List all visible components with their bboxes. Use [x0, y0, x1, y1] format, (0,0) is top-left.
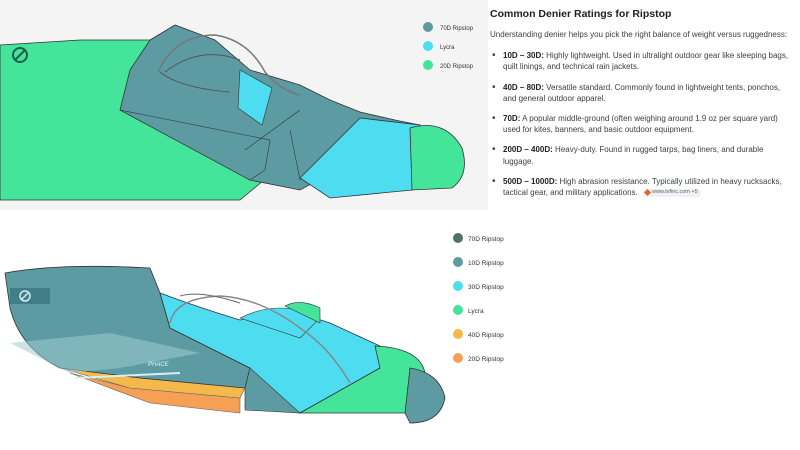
bottom-legend-swatch: [453, 233, 463, 243]
bottom-legend: 70D Ripstop 10D Ripstop 30D Ripstop Lycr…: [453, 233, 504, 363]
top-legend-label: 70D Ripstop: [440, 26, 474, 32]
denier-list-item: 500D – 1000D: High abrasion resistance. …: [492, 175, 795, 198]
denier-list-item: 200D – 400D: Heavy-duty. Found in rugged…: [492, 143, 795, 166]
bottom-cockpit-lycra: [284, 302, 321, 324]
source-chip-label: www.tvfinc.com +5: [651, 188, 698, 195]
denier-term: 200D – 400D:: [503, 145, 553, 155]
denier-list-item: 70D: A popular middle-ground (often weig…: [492, 112, 795, 135]
denier-description: High abrasion resistance. Typically util…: [503, 176, 782, 197]
bottom-cockpit-strap: [179, 293, 241, 304]
bottom-legend-swatch: [453, 281, 463, 291]
denier-term: 40D – 80D:: [503, 82, 544, 92]
top-legend-label: 20D Ripstop: [440, 64, 474, 70]
denier-info-panel: Common Denier Ratings for Ripstop Unders…: [490, 8, 795, 207]
bottom-back-stripe: [10, 333, 200, 373]
denier-description: A popular middle-ground (often weighing …: [503, 113, 778, 135]
denier-term: 70D:: [503, 113, 521, 123]
bottom-brand-text: PHACE: [148, 362, 170, 368]
bottom-legend-swatch: [453, 305, 463, 315]
source-favicon-icon: [643, 189, 652, 197]
denier-term: 500D – 1000D:: [503, 176, 558, 186]
bottom-cockpit-frame: [169, 295, 351, 384]
top-cockpit-strap: [164, 54, 241, 73]
top-brand-logo: [12, 47, 28, 63]
bottom-back-stripe-line: [74, 372, 181, 379]
bottom-lycra-nose-panel: [298, 345, 426, 414]
bottom-legend-label: 70D Ripstop: [468, 236, 504, 243]
info-intro: Understanding denier helps you pick the …: [490, 30, 788, 39]
top-legend-label: Lycra: [440, 45, 455, 51]
top-cockpit-frame: [157, 34, 301, 96]
top-harness-diagram: 70D Ripstop Lycra 20D Ripstop: [0, 0, 488, 210]
bottom-legend-label: 40D Ripstop: [468, 332, 504, 339]
top-seam-line: [244, 109, 301, 151]
bottom-legend-swatch: [453, 257, 463, 267]
bottom-20d-underside-panel: [69, 372, 241, 414]
denier-description: Heavy-duty. Found in rugged tarps, bag l…: [503, 145, 764, 166]
top-lycra-side-panel: [237, 69, 273, 126]
top-70d-lower-panel: [119, 109, 271, 181]
denier-description: Highly lightweight. Used in ultralight o…: [503, 51, 789, 72]
bottom-legend-label: Lycra: [468, 308, 484, 315]
bottom-legend-swatch: [453, 329, 463, 339]
top-green-nose-panel: [409, 125, 465, 191]
denier-list: 10D – 30D: Highly lightweight. Used in u…: [490, 49, 795, 198]
bottom-brand-logo-slash: [20, 291, 30, 301]
bottom-legend-label: 10D Ripstop: [468, 260, 504, 267]
top-harness-svg: 70D Ripstop Lycra 20D Ripstop: [0, 0, 488, 210]
top-legend: 70D Ripstop Lycra 20D Ripstop: [423, 22, 474, 70]
denier-list-item: 40D – 80D: Versatile standard. Commonly …: [492, 81, 795, 104]
bottom-legend-swatch: [453, 353, 463, 363]
bottom-legend-label: 20D Ripstop: [468, 356, 504, 363]
bottom-harness-svg: PHACE 70D Ripstop 10D Ripstop 30D Ripsto…: [0, 228, 510, 428]
denier-term: 10D – 30D:: [503, 51, 544, 61]
bottom-front-cap-panel: [404, 367, 446, 424]
top-legend-swatch: [423, 41, 433, 51]
top-seam-line: [289, 129, 301, 181]
bottom-legend-label: 30D Ripstop: [468, 284, 504, 291]
top-seat-edge: [159, 71, 231, 93]
source-chip[interactable]: www.tvfinc.com +5: [641, 188, 701, 197]
bottom-harness-diagram: PHACE 70D Ripstop 10D Ripstop 30D Ripsto…: [0, 228, 510, 428]
denier-description: Versatile standard. Commonly found in li…: [503, 82, 781, 103]
top-legend-swatch: [423, 22, 433, 32]
top-legend-swatch: [423, 60, 433, 70]
info-title: Common Denier Ratings for Ripstop: [490, 8, 672, 20]
denier-list-item: 10D – 30D: Highly lightweight. Used in u…: [492, 49, 795, 72]
bottom-brand-logo: [19, 290, 31, 302]
top-brand-logo-slash: [14, 49, 26, 61]
